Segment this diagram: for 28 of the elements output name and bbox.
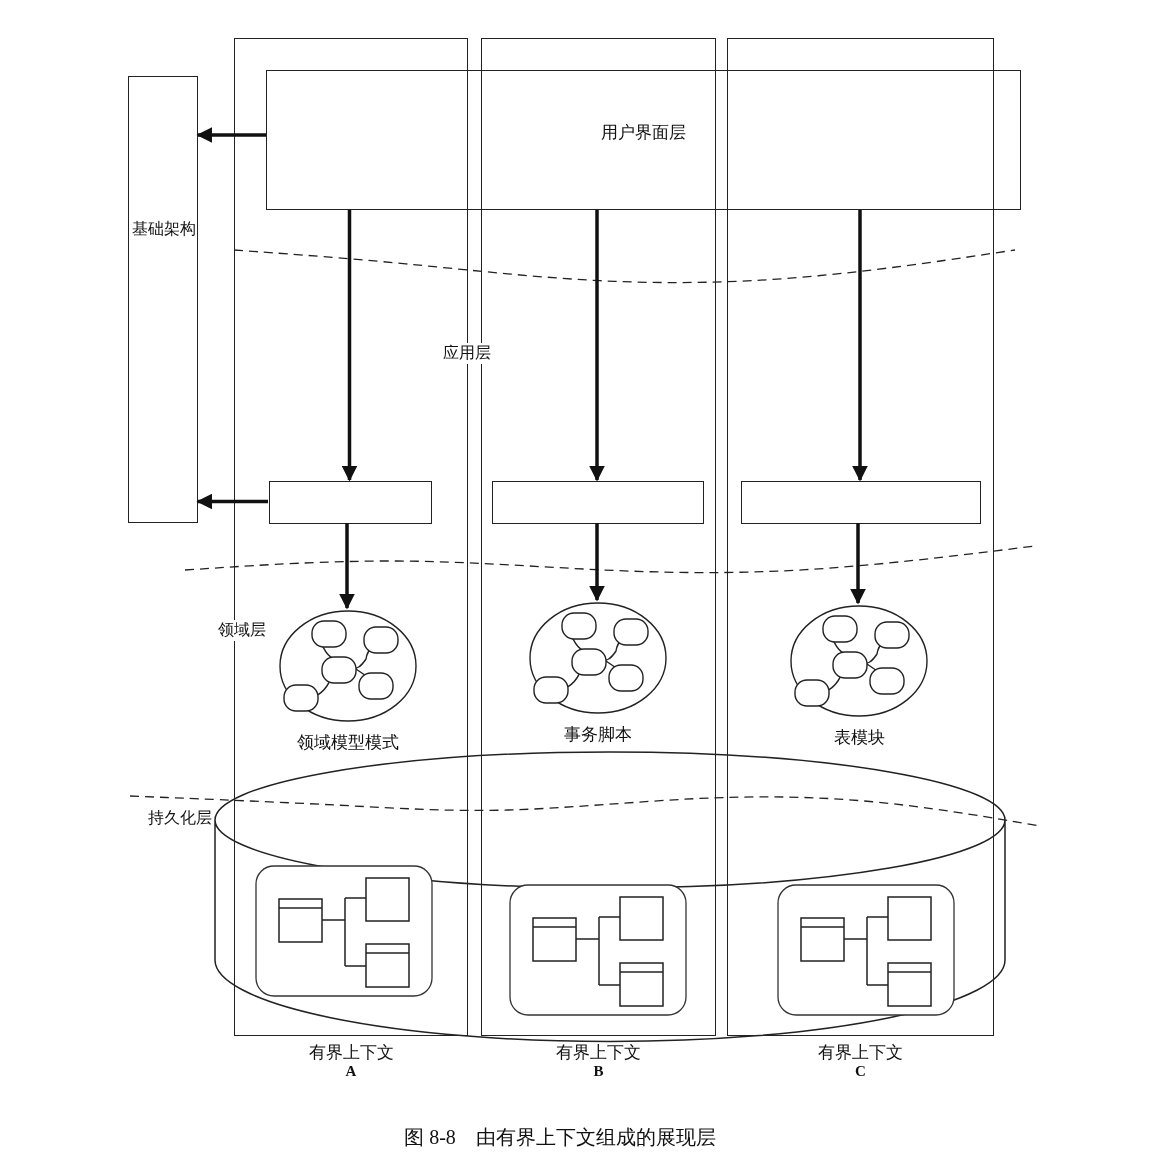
layer-label: 基础架构 [132,219,196,239]
ui-layer-box [266,70,1021,210]
layer-label: 应用层 [443,343,491,364]
context-letter: B [593,1063,604,1080]
figure-caption: 图 8-8 由有界上下文组成的展现层 [404,1125,716,1150]
arrow [852,210,868,482]
arrow [589,523,605,602]
service-box [741,481,981,524]
pattern-caption: 事务脚本 [564,724,632,746]
infrastructure-box [128,76,198,523]
arrow [339,523,355,610]
pattern-caption: 领域模型模式 [297,732,399,754]
pattern-caption: 表模块 [833,727,885,749]
arrow [589,210,605,482]
context-letter: A [345,1063,357,1080]
layer-label: 用户界面层 [601,122,686,144]
arrow [196,127,266,143]
layer-label: 持久化层 [148,808,212,829]
context-letter: C [855,1063,866,1080]
layer-label: 领域层 [218,620,266,641]
context-label: 有界上下文 [556,1042,641,1064]
arrow [850,523,866,605]
arrow [341,210,358,482]
service-box [269,481,432,524]
service-box [492,481,704,524]
context-label: 有界上下文 [308,1042,394,1064]
context-label: 有界上下文 [818,1042,903,1064]
arrow [196,493,268,510]
